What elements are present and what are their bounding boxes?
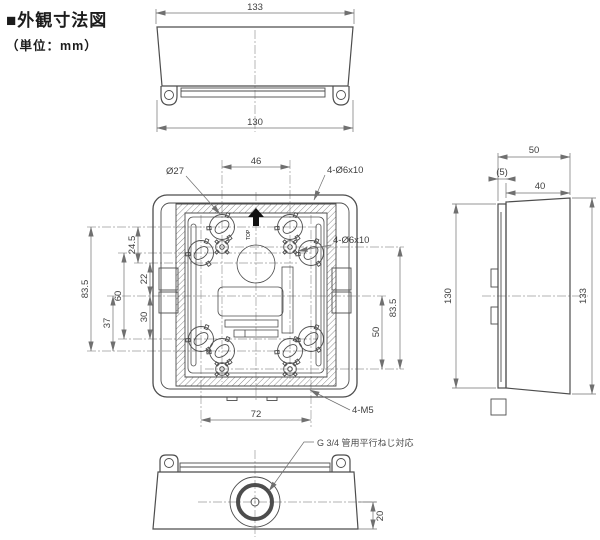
dim-label-20: 20	[375, 511, 386, 522]
conduit-pilot-hole	[250, 497, 260, 507]
bottom-view-right-ear	[331, 454, 351, 472]
dim-label-83-5-left: 83.5	[80, 280, 91, 299]
dim-label-130-top: 130	[247, 117, 263, 128]
front-view-label-plate	[217, 286, 284, 317]
conduit-thread-ring	[236, 483, 274, 521]
top-view-right-ear-hole	[336, 90, 346, 100]
dim-label-gap-5: (5)	[496, 167, 508, 178]
side-view-tab-upper	[490, 268, 499, 288]
side-view-cover-flange	[497, 203, 507, 389]
side-view-bottom-latch	[490, 398, 507, 416]
bottom-view: 20 G 3/4 管用平行ねじ対応	[152, 437, 414, 537]
slot-note-outer: 4-Ø6x10	[327, 165, 363, 176]
front-view-left-tab-lower	[158, 291, 179, 314]
top-view: 133 130	[155, 2, 355, 132]
dim-label-37: 37	[102, 318, 113, 329]
front-view-foot-right	[266, 396, 278, 401]
front-view-cover-inner-line	[160, 202, 350, 390]
side-view-tab-lower	[490, 306, 499, 325]
dim-label-83-5-right: 83.5	[388, 299, 399, 318]
front-view-slot-plate-a	[224, 319, 279, 328]
dim-label-50: 50	[371, 327, 382, 338]
unit-note: （単位：mm）	[6, 39, 98, 53]
leader-studs	[309, 389, 351, 411]
title-block: ■外観寸法図 （単位：mm）	[6, 6, 107, 54]
top-marker-label: TOP	[246, 229, 252, 240]
dim-label-height-133: 133	[578, 288, 589, 304]
top-view-body-outline	[156, 26, 354, 87]
front-view: TOP 46 Ø27 4-Ø6x10	[80, 156, 404, 427]
dim-label-133-top: 133	[247, 2, 263, 13]
page-title: ■外観寸法図	[6, 11, 108, 30]
leader-knockout-dia	[185, 175, 221, 215]
dim-label-body-40: 40	[535, 181, 546, 192]
conduit-note: G 3/4 管用平行ねじ対応	[317, 437, 414, 448]
bottom-view-lid-edge	[179, 462, 331, 473]
side-view: 50 (5) 40 130 133	[443, 145, 596, 416]
front-view-knockouts	[185, 212, 324, 377]
front-view-left-rib	[190, 223, 197, 367]
top-orientation-marker: TOP	[246, 208, 264, 240]
front-view-gasket-hatch	[175, 203, 337, 387]
top-view-left-ear	[160, 86, 178, 106]
top-view-lid-edge	[180, 87, 326, 98]
dim-label-60: 60	[113, 291, 124, 302]
front-view-foot-left	[226, 396, 238, 401]
dim-label-46: 46	[251, 156, 262, 167]
front-view-terminal-slot	[281, 266, 294, 334]
dim-label-24-5: 24.5	[127, 236, 138, 255]
front-view-left-tab-upper	[158, 267, 179, 291]
leader-slots-outer	[313, 174, 326, 201]
front-view-cover-outline	[152, 194, 358, 398]
front-view-center-hole	[236, 244, 276, 284]
top-view-left-ear-hole	[164, 90, 174, 100]
front-view-right-rib	[315, 223, 322, 367]
leader-slots-inner	[297, 244, 332, 252]
dim-label-depth-50: 50	[529, 145, 540, 156]
slot-note-inner: 4-Ø6x10	[333, 235, 369, 246]
bottom-view-left-ear	[159, 454, 179, 472]
dim-label-height-130: 130	[443, 288, 454, 304]
knockout-dia-label: Ø27	[166, 166, 184, 177]
top-view-right-ear	[332, 86, 350, 106]
dim-label-30: 30	[139, 312, 150, 323]
bottom-view-left-ear-hole	[164, 458, 174, 468]
leader-conduit-note	[268, 441, 314, 492]
conduit-boss-outer	[229, 476, 281, 528]
dim-label-72: 72	[251, 409, 262, 420]
bottom-view-right-ear-hole	[336, 458, 346, 468]
stud-note: 4-M5	[352, 405, 374, 416]
dim-label-22: 22	[139, 274, 150, 285]
front-view-slot-plate-b	[233, 329, 279, 338]
